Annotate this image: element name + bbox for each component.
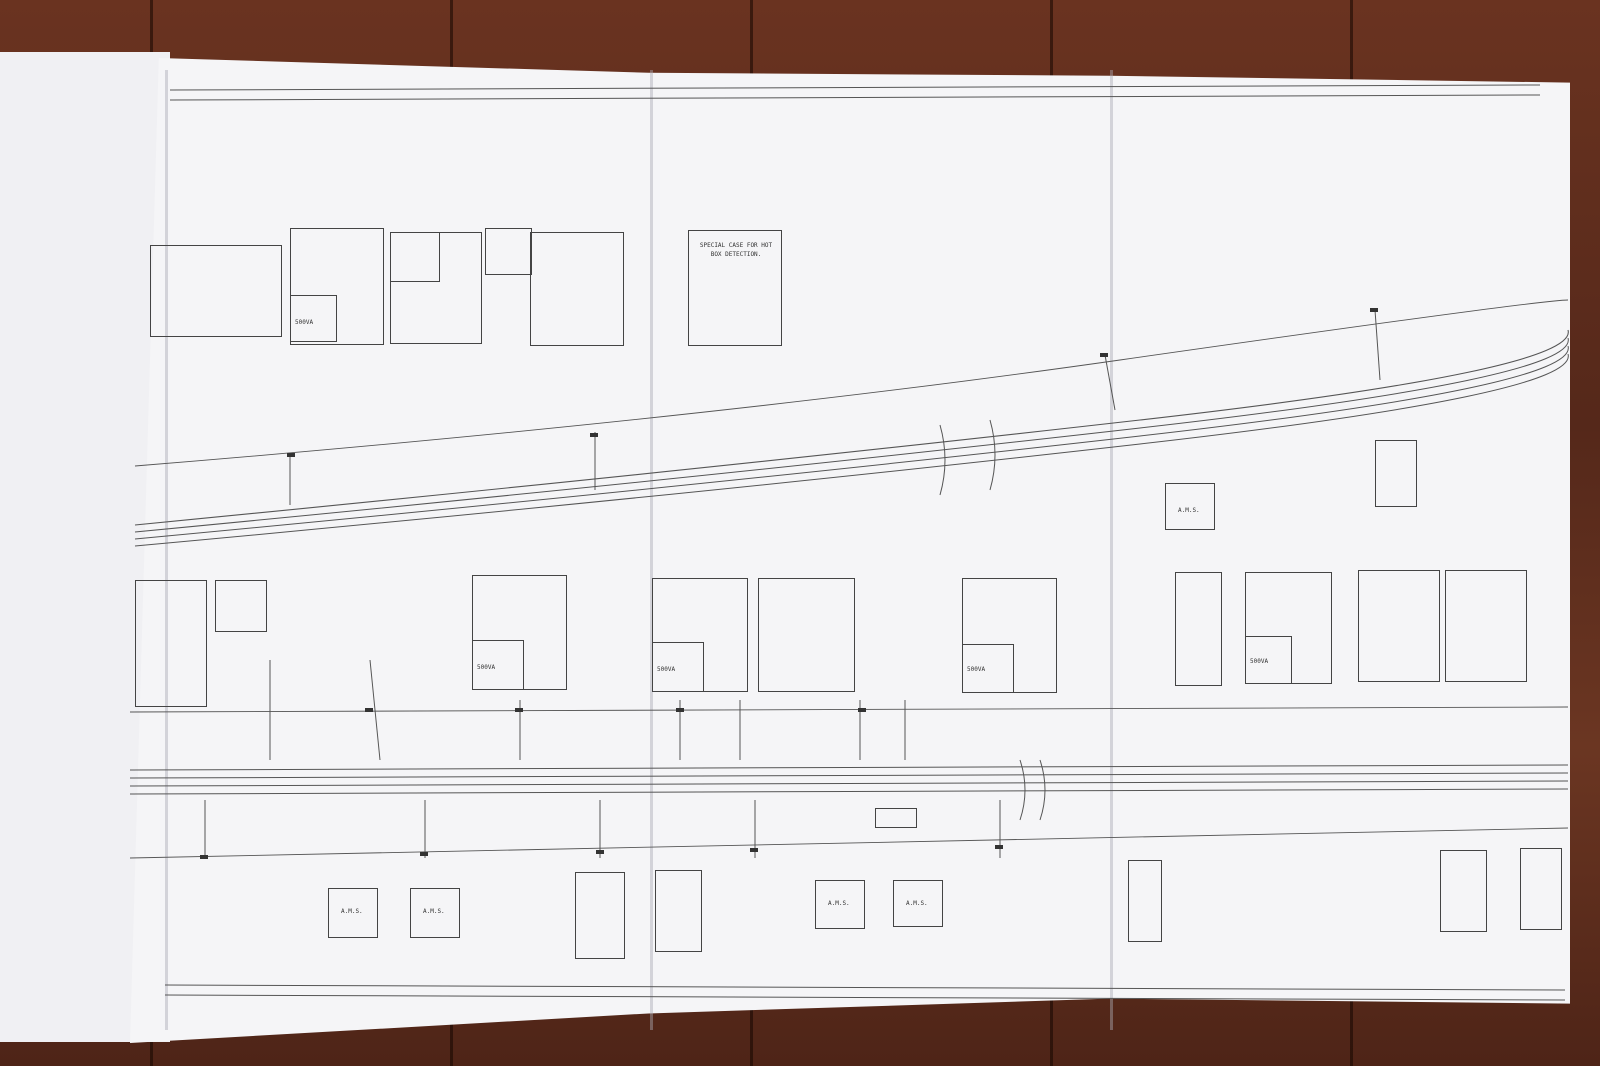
location-case-box — [1175, 572, 1222, 686]
legend-table — [150, 245, 282, 337]
location-case-box — [1520, 848, 1562, 930]
location-case-box — [1440, 850, 1487, 932]
unit-label: 500VA — [967, 666, 986, 673]
unit-label: 500VA — [657, 666, 676, 673]
equipment-subbox: 500VA — [962, 644, 1014, 693]
location-case-box — [758, 578, 855, 692]
equipment-subbox: 500VA — [290, 295, 337, 342]
ams-label: A.M.S. — [1178, 507, 1200, 514]
location-case-box — [1358, 570, 1440, 682]
fold-crease — [165, 70, 168, 1030]
location-case-box — [290, 228, 384, 345]
ams-box: A.M.S. — [815, 880, 865, 929]
ams-label: A.M.S. — [341, 908, 363, 915]
location-case-box — [575, 872, 625, 959]
fold-crease — [1110, 70, 1113, 1030]
location-case-box — [1375, 440, 1417, 507]
unit-label: 500VA — [1250, 658, 1269, 665]
equipment-subbox: 500VA — [1245, 636, 1292, 684]
ams-box: A.M.S. — [893, 880, 943, 927]
ams-label: A.M.S. — [906, 900, 928, 907]
equipment-subbox: 500VA — [652, 642, 704, 692]
equipment-subbox — [485, 228, 532, 275]
unit-label: 500VA — [295, 319, 314, 326]
location-case-box — [135, 580, 207, 707]
unit-label: 500VA — [477, 664, 496, 671]
ams-box: A.M.S. — [410, 888, 460, 938]
equipment-subbox — [390, 232, 440, 282]
ams-box: A.M.S. — [328, 888, 378, 938]
location-case-box: SPECIAL CASE FOR HOT BOX DETECTION. — [688, 230, 782, 346]
equipment-subbox: 500VA — [472, 640, 524, 690]
fold-crease — [650, 70, 653, 1030]
location-case-box — [1445, 570, 1527, 682]
location-case-box — [1128, 860, 1162, 942]
location-case-box — [530, 232, 624, 346]
ams-label: A.M.S. — [423, 908, 445, 915]
equipment-subbox — [215, 580, 267, 632]
paper-sheet-main — [130, 58, 1570, 1043]
ams-label: A.M.S. — [828, 900, 850, 907]
special-case-note: SPECIAL CASE FOR HOT BOX DETECTION. — [699, 242, 773, 258]
equipment-subbox — [875, 808, 917, 828]
location-case-box — [655, 870, 702, 952]
location-case-box — [1165, 483, 1215, 530]
